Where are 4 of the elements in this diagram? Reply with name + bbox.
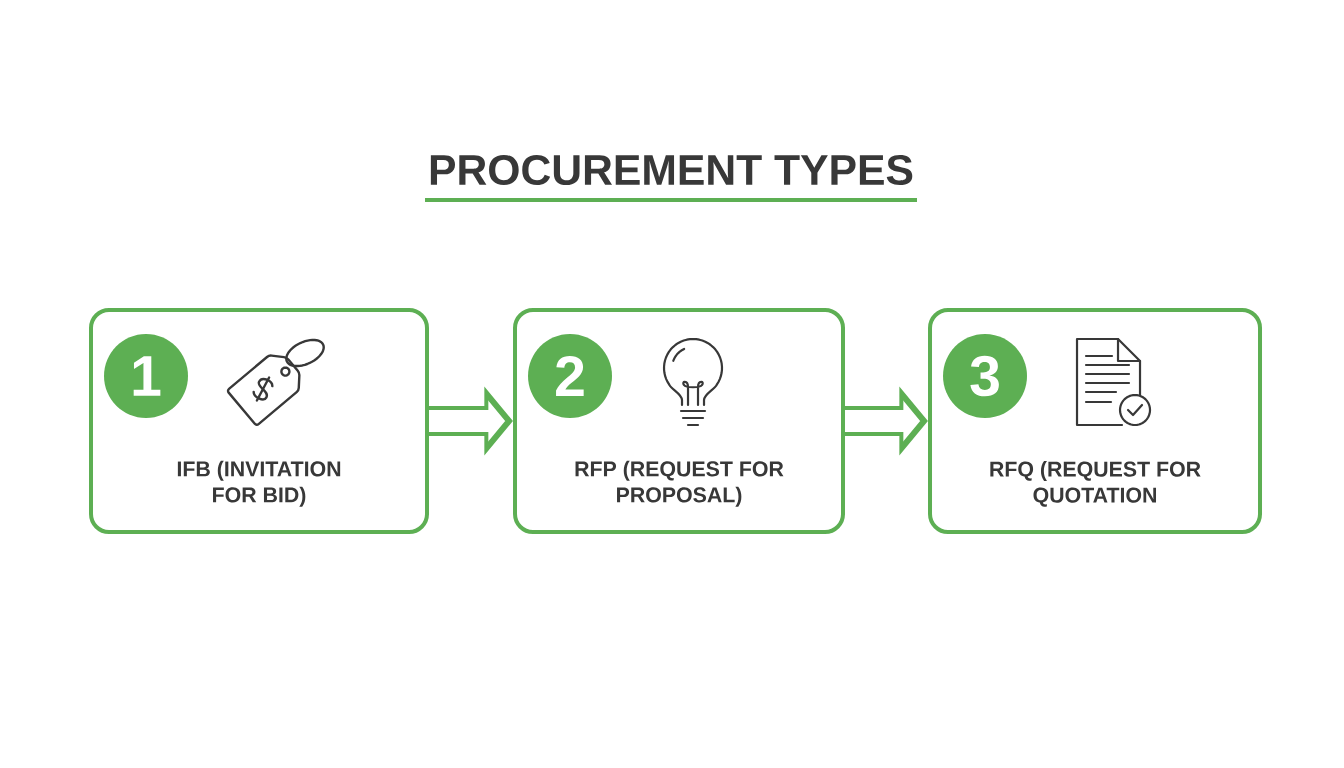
title: PROCUREMENT TYPES: [430, 154, 913, 186]
number-badge: 1: [104, 334, 188, 418]
number-badge: 3: [943, 334, 1027, 418]
number-badge: 2: [528, 334, 612, 418]
